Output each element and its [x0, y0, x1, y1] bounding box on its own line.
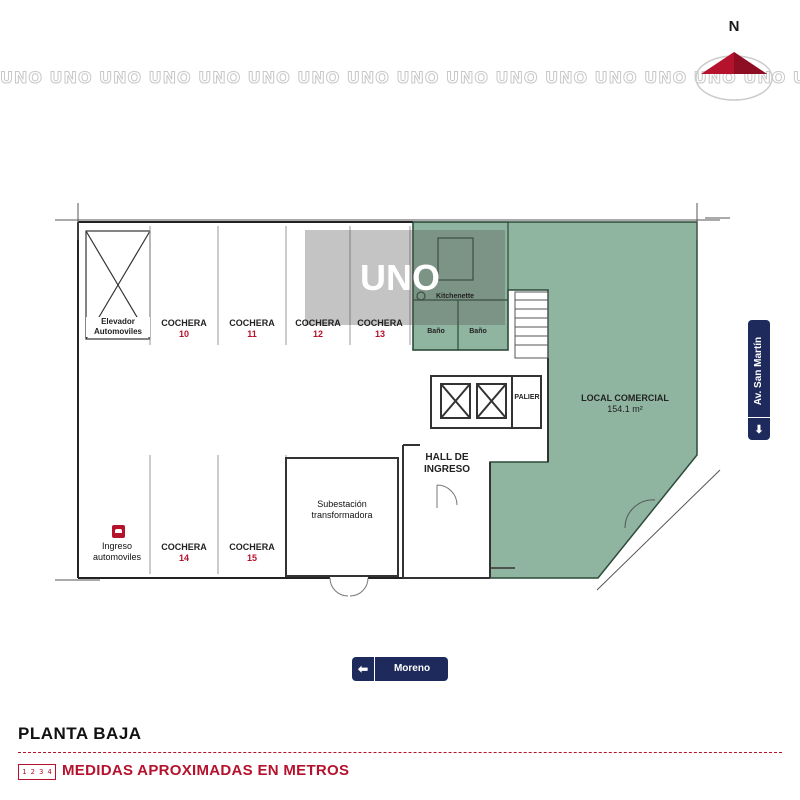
watermark-logo [305, 230, 505, 325]
cochera-label: COCHERA [357, 318, 403, 328]
street-tag-moreno: ⬅ Moreno [352, 657, 448, 681]
divider [18, 752, 782, 753]
cochera-label: COCHERA [161, 542, 207, 552]
street-name-moreno: Moreno [393, 663, 431, 674]
street-tag-san-martin: Av. San Martín ⬇ [748, 320, 770, 440]
elevador-label: Elevador Automoviles [86, 317, 150, 337]
cochera-10-label: COCHERA 10 [152, 318, 216, 340]
subestacion-label: Subestación transformadora [311, 499, 373, 520]
cochera-15-label: COCHERA 15 [220, 542, 284, 564]
local-comercial-area-value: 154.1 m² [607, 404, 643, 414]
cochera-label: COCHERA [295, 318, 341, 328]
arrow-left-icon: ⬅ [352, 657, 375, 681]
page-subtitle: MEDIDAS APROXIMADAS EN METROS [62, 762, 350, 779]
north-arrow-icon [695, 52, 773, 101]
cochera-number: 12 [312, 329, 323, 339]
cochera-label: COCHERA [229, 542, 275, 552]
palier-label: PALIER [514, 394, 540, 401]
cochera-number: 11 [247, 329, 257, 339]
cochera-12-label: COCHERA 12 [286, 318, 350, 340]
cochera-label: COCHERA [161, 318, 207, 328]
watermark-band: UNO UNO UNO UNO UNO UNO UNO UNO UNO UNO … [0, 68, 800, 88]
watermark-logo-text: UNO [360, 257, 440, 298]
cochera-11-label: COCHERA 11 [220, 318, 284, 340]
north-arrow: N [693, 18, 775, 104]
north-letter: N [728, 18, 740, 35]
cochera-number: 13 [374, 329, 385, 339]
local-comercial-label: LOCAL COMERCIAL 154.1 m² [560, 393, 690, 415]
car-icon [112, 525, 125, 538]
cochera-number: 15 [246, 553, 257, 563]
cochera-13-label: COCHERA 13 [348, 318, 412, 340]
cochera-number: 14 [178, 553, 189, 563]
bano-1-label: Baño [427, 328, 445, 335]
page-title: PLANTA BAJA [18, 724, 142, 743]
cochera-label: COCHERA [229, 318, 275, 328]
hall-label: HALL DE INGRESO [423, 452, 471, 475]
cochera-number: 10 [178, 329, 189, 339]
bano-2-label: Baño [469, 328, 487, 335]
arrow-down-icon: ⬇ [748, 417, 770, 440]
kitchenette-label: Kitchenette [435, 293, 475, 300]
ruler-icon: 1 2 3 4 [18, 764, 56, 780]
street-name-san-martin: Av. San Martín [753, 336, 764, 406]
ingreso-label: Ingreso automoviles [92, 541, 142, 562]
cochera-14-label: COCHERA 14 [152, 542, 216, 564]
local-comercial-name: LOCAL COMERCIAL [581, 393, 669, 403]
